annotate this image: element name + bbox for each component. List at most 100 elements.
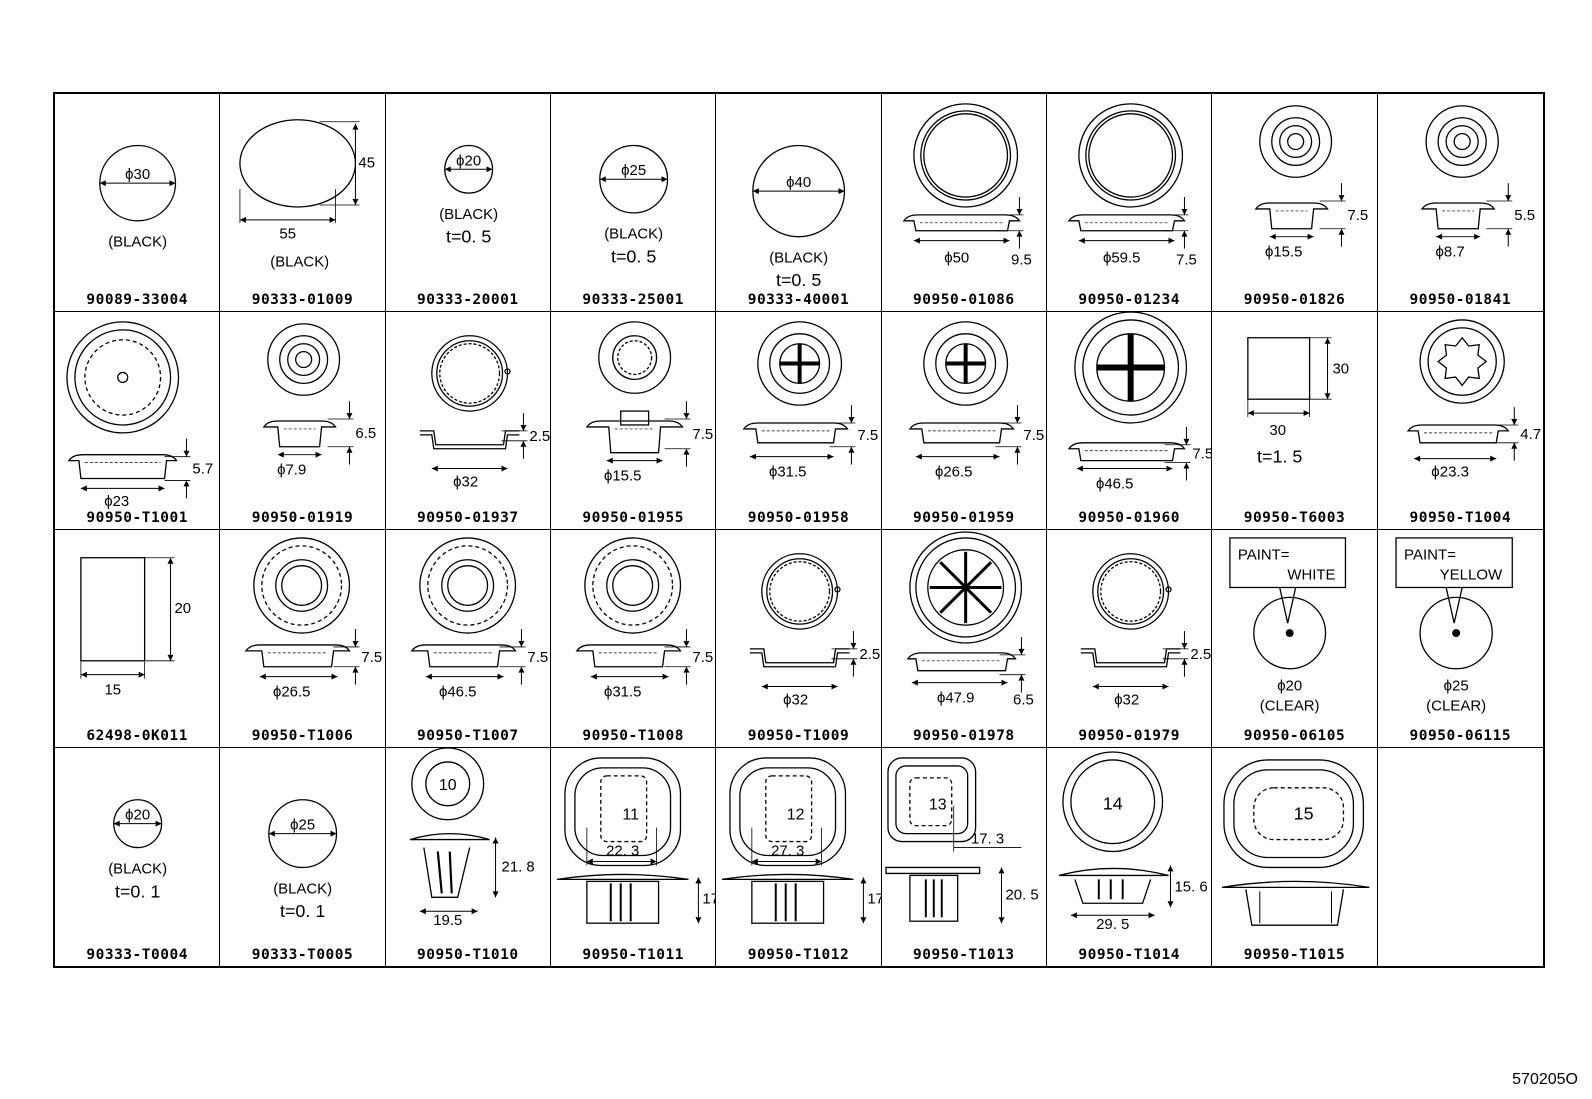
height-dimension: 5.5: [1514, 207, 1535, 224]
paint-label: PAINT=: [1238, 548, 1290, 564]
part-drawing: ϕ15.5 7.5: [1254, 105, 1369, 261]
paint-color: YELLOW: [1439, 567, 1503, 584]
part-drawing: ϕ25(BLACK)t=0. 5: [599, 144, 669, 266]
height-dimension: 2.5: [860, 647, 881, 663]
paint-label: PAINT=: [1404, 547, 1456, 564]
thickness-note: t=0. 1: [280, 901, 325, 921]
id-mark: 11: [622, 807, 639, 824]
width-dimension: 30: [1270, 423, 1287, 439]
diameter-label: ϕ50: [944, 250, 969, 266]
diameter-label: ϕ32: [784, 692, 809, 708]
height-dimension: 7.5: [362, 650, 383, 666]
part-number: 90950-T6003: [1243, 510, 1346, 526]
height-dimension: 20: [175, 601, 192, 617]
height-dimension: 2.5: [1190, 647, 1211, 663]
height-dimension: 7.5: [858, 428, 879, 444]
color-note: (BLACK): [439, 207, 498, 223]
part-number: 90950-T1004: [1409, 510, 1512, 526]
diameter-label: ϕ20: [1278, 679, 1303, 695]
height-dimension: 5.7: [192, 462, 213, 478]
part-cell: 30 30 t=1. 5 90950-T6003: [1212, 312, 1378, 530]
height-dimension: 9.5: [1011, 252, 1032, 268]
part-number: 90950-T1012: [747, 947, 850, 963]
paint-dot-icon: [1286, 629, 1294, 638]
height-dimension: 30: [1333, 361, 1350, 377]
diameter-label: ϕ46.5: [1096, 476, 1133, 492]
part-number: 90950-06115: [1409, 728, 1512, 744]
part-cell: ϕ23.3 4.7 90950-T1004: [1377, 312, 1543, 530]
part-number: 90950-T1011: [582, 947, 684, 963]
part-number: 90950-T1015: [1243, 947, 1346, 963]
width-dimension: 29. 5: [1096, 916, 1129, 933]
diameter-label: ϕ23: [104, 494, 129, 510]
drawing-number: 570205O: [1512, 1071, 1578, 1088]
part-cell: ϕ50 9.5 90950-01086: [881, 94, 1047, 312]
diameter-label: ϕ31.5: [604, 684, 641, 700]
paint-color: WHITE: [1288, 568, 1336, 584]
id-mark: 15: [1294, 804, 1314, 824]
diameter-label: ϕ46.5: [439, 684, 476, 700]
part-drawing: ϕ30(BLACK): [99, 144, 177, 251]
diameter-label: ϕ30: [125, 167, 150, 183]
part-drawing: ϕ25(BLACK)t=0. 1: [268, 799, 338, 921]
part-drawing: ϕ15.57.5: [585, 321, 713, 484]
height-dimension: 7.5: [1192, 447, 1211, 463]
diameter-label: ϕ15.5: [1265, 245, 1302, 261]
diameter-label: ϕ26.5: [273, 684, 310, 700]
width-dimension: 27. 3: [771, 843, 804, 860]
id-mark: 14: [1103, 794, 1123, 814]
part-drawing: ϕ31.57.5: [743, 321, 879, 480]
part-drawing: ϕ23.3 4.7: [1406, 319, 1541, 481]
height-dimension: 7.5: [692, 650, 713, 666]
diameter-label: ϕ15.5: [604, 468, 641, 484]
thickness-note: t=1. 5: [1257, 447, 1302, 467]
part-number: 90333-20001: [417, 292, 519, 308]
part-number: 90950-01086: [913, 292, 1015, 308]
part-number: 90950-01955: [582, 510, 684, 526]
thickness-note: t=0. 5: [446, 227, 491, 247]
part-number: 90950-01841: [1409, 292, 1512, 308]
part-number: 62498-0K011: [86, 728, 188, 744]
part-drawing: ϕ20(BLACK)t=0. 1: [108, 799, 167, 901]
thickness-note: t=0. 5: [776, 270, 821, 290]
height-dimension: 7.5: [1348, 208, 1369, 224]
diameter-label: ϕ23.3: [1431, 464, 1469, 481]
part-number: 90950-01979: [1078, 728, 1180, 744]
color-note: (CLEAR): [1260, 698, 1320, 714]
id-mark: 12: [787, 807, 805, 824]
part-cell: 15 90950-T1015: [1212, 748, 1378, 966]
part-drawing: 30 30 t=1. 5: [1247, 337, 1350, 467]
height-dimension: 7.5: [527, 650, 548, 666]
part-number: 90950-T1008: [582, 728, 684, 744]
width-dimension: 19.5: [433, 912, 462, 929]
empty-cell: [1378, 748, 1543, 966]
color-note: (BLACK): [604, 227, 663, 243]
height-dimension: 4.7: [1520, 426, 1541, 443]
diameter-label: ϕ20: [125, 807, 150, 824]
part-drawing: [1378, 748, 1543, 966]
